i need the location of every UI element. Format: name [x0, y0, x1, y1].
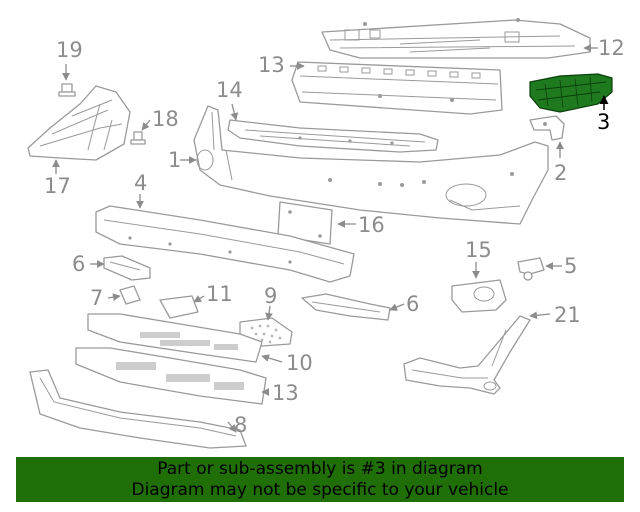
part-19-bolt	[130, 131, 146, 145]
part-6-right-bezel	[301, 293, 391, 321]
callout-21: 21	[554, 303, 581, 327]
part-2-bracket	[529, 115, 565, 141]
part-5-clip	[517, 257, 545, 281]
callout-2: 2	[554, 161, 567, 185]
part-3-bracket-highlighted	[529, 73, 613, 113]
banner-line-1: Part or sub-assembly is #3 in diagram	[157, 459, 483, 479]
callout-1: 1	[168, 148, 181, 172]
callout-16: 15	[465, 238, 492, 262]
leader-lines	[52, 44, 609, 433]
part-16-fog-lamp	[451, 279, 507, 313]
part-13-reinforcement-beam	[321, 18, 591, 59]
part-18-skid-plate	[27, 85, 131, 161]
callout-6-left: 6	[72, 252, 85, 276]
part-15-support	[227, 119, 439, 153]
callout-5: 5	[564, 254, 577, 278]
part-21-tow-hook	[403, 315, 531, 395]
callout-18: 17	[44, 174, 71, 198]
callout-13: 12	[598, 36, 625, 60]
part-4-lower-fascia	[95, 205, 355, 283]
callout-labels: 19 18 17 1 14 13 12 3 2 4 16 15 5 6 7 11…	[44, 36, 625, 437]
part-14-absorber	[291, 61, 503, 115]
callout-14: 13	[258, 53, 285, 77]
callout-6-right: 6	[406, 292, 419, 316]
callout-19: 18	[152, 107, 179, 131]
callout-20: 19	[56, 38, 83, 62]
callout-11: 13	[272, 381, 299, 405]
part-7-cap	[119, 285, 141, 305]
callout-17: 16	[358, 213, 385, 237]
part-8-skid-trim	[29, 369, 247, 449]
part-10-grille	[87, 313, 263, 363]
fitment-notice-banner: Part or sub-assembly is #3 in diagram Di…	[16, 457, 624, 502]
callout-4: 4	[134, 171, 147, 195]
callout-3-highlighted: 3	[597, 110, 610, 134]
callout-10: 10	[286, 351, 313, 375]
part-1-bumper-fascia	[193, 105, 549, 225]
callout-7: 7	[90, 286, 103, 310]
callout-15: 14	[216, 78, 243, 102]
part-12-cap	[159, 295, 199, 319]
part-17-license-bracket	[277, 201, 333, 245]
callout-9: 9	[264, 284, 277, 308]
part-6-left-bezel	[103, 255, 151, 281]
banner-line-2: Diagram may not be specific to your vehi…	[131, 480, 509, 500]
callout-12: 11	[206, 282, 233, 306]
part-20-bolt	[58, 83, 76, 97]
callout-8: 8	[234, 413, 247, 437]
